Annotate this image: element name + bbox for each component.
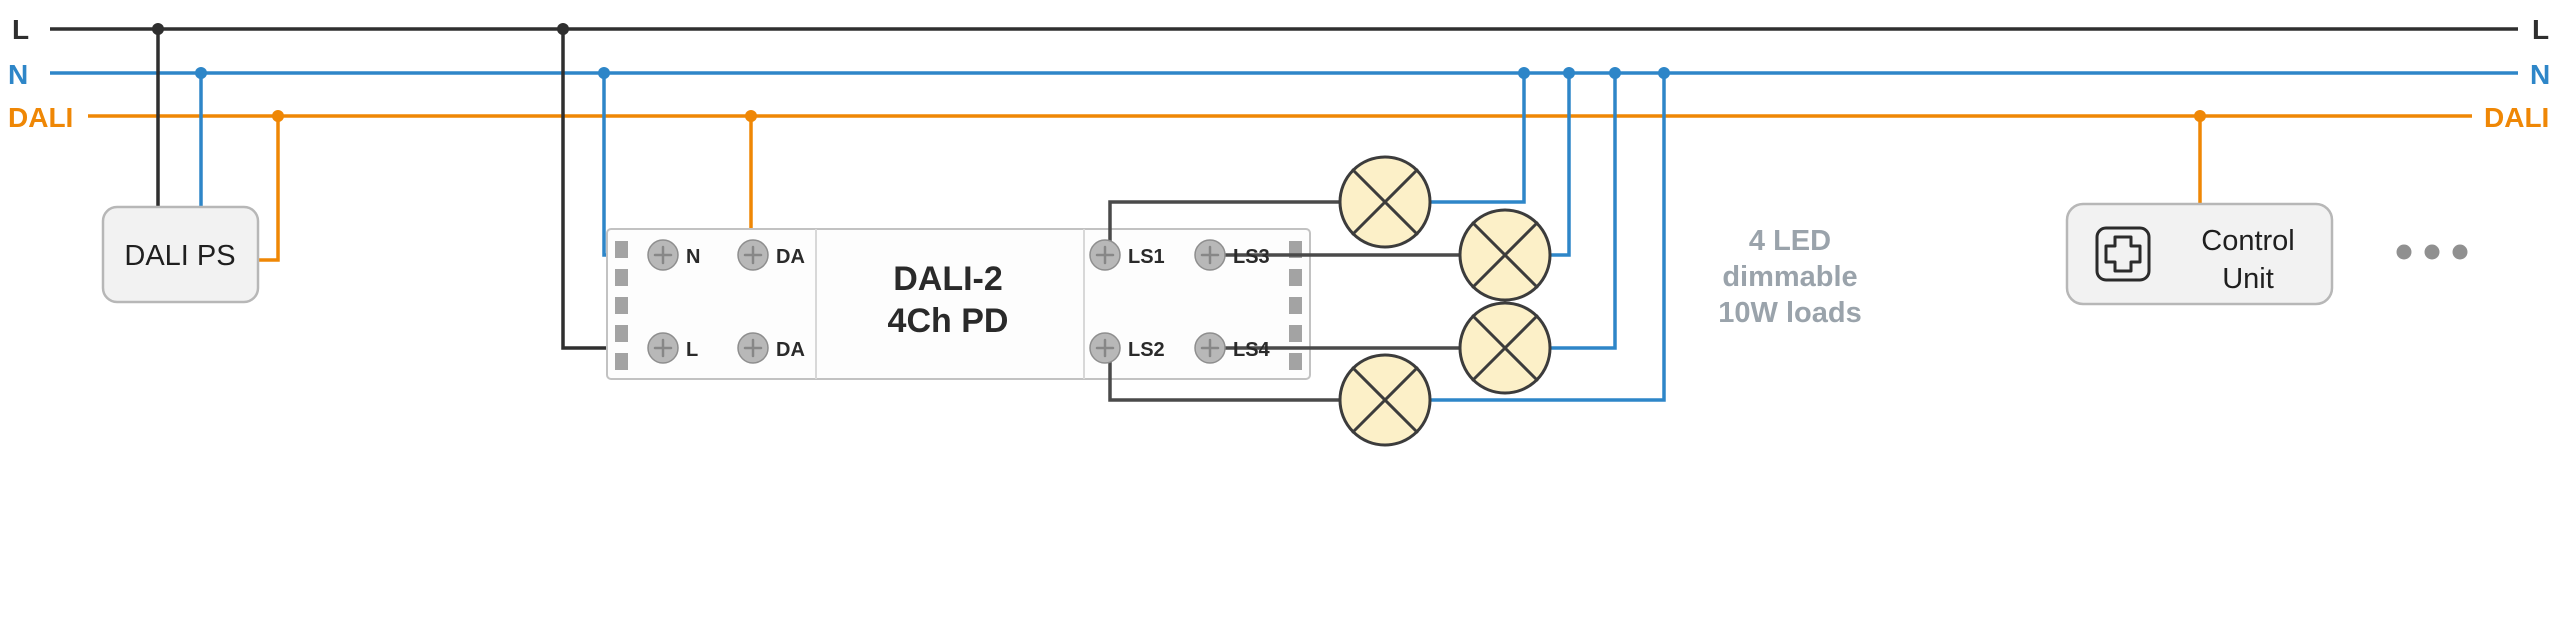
network-port-icon-plug bbox=[2104, 235, 2142, 273]
screw-slot bbox=[743, 245, 763, 265]
load-wires bbox=[1108, 200, 1460, 402]
screw-slot bbox=[1095, 338, 1115, 358]
connector-pin bbox=[615, 297, 628, 314]
more-units-ellipsis bbox=[2396, 244, 2468, 260]
lamp-4 bbox=[1338, 353, 1432, 447]
bus-lines bbox=[50, 27, 2518, 118]
junction-dots bbox=[152, 23, 2206, 122]
terminal-ls2: LS2 bbox=[1089, 332, 1165, 364]
loads-note-line3: 10W loads bbox=[1718, 297, 1861, 329]
terminal-ls4: LS4 bbox=[1194, 332, 1271, 364]
ellipsis-dot bbox=[2452, 244, 2468, 260]
screw-slot bbox=[1200, 245, 1220, 265]
bus-labels: L N DALI L N DALI bbox=[8, 14, 2550, 133]
neutral-return-wires bbox=[1430, 73, 1666, 402]
lamp-x-icon bbox=[1351, 366, 1419, 434]
lamp-1 bbox=[1338, 155, 1432, 249]
connector-pin bbox=[1289, 353, 1302, 370]
dimmer-title-line2: 4Ch PD bbox=[888, 302, 1009, 340]
l-bus-label-left: L bbox=[12, 14, 29, 45]
terminal-n-label: N bbox=[686, 246, 700, 268]
dimmer-n-wire bbox=[602, 73, 652, 257]
junction-dot bbox=[1518, 67, 1530, 79]
terminal-ls4-label: LS4 bbox=[1233, 339, 1271, 361]
junction-dot bbox=[1658, 67, 1670, 79]
network-port-icon-frame bbox=[2095, 226, 2151, 282]
left-connector-pins bbox=[615, 241, 628, 370]
connector-pin bbox=[615, 241, 628, 258]
connector-pin bbox=[615, 325, 628, 342]
lamp1-n-return bbox=[1430, 73, 1526, 204]
n-bus-label-right: N bbox=[2530, 59, 2550, 90]
screw-slot bbox=[653, 245, 673, 265]
junction-dot bbox=[598, 67, 610, 79]
junction-dot bbox=[1563, 67, 1575, 79]
screw-slot bbox=[1095, 245, 1115, 265]
dimmer-terminals: N L DA DA LS1 LS3 LS bbox=[647, 239, 1271, 364]
ellipsis-dot bbox=[2396, 244, 2412, 260]
ls1-load-wire bbox=[1108, 200, 1340, 250]
junction-dot bbox=[195, 67, 207, 79]
terminal-ls2-label: LS2 bbox=[1128, 339, 1165, 361]
terminal-l-label: L bbox=[686, 339, 698, 361]
terminal-da-bottom-label: DA bbox=[776, 339, 805, 361]
lamp-x-icon bbox=[1471, 221, 1539, 289]
terminal-l: L bbox=[647, 332, 698, 364]
terminal-ls3: LS3 bbox=[1194, 239, 1270, 271]
lamp-x-icon bbox=[1351, 168, 1419, 236]
dali-bus-label-right: DALI bbox=[2484, 102, 2549, 133]
dimmer-title: DALI-2 4Ch PD bbox=[888, 260, 1009, 340]
terminal-da-bottom: DA bbox=[737, 332, 805, 364]
connector-pin bbox=[615, 269, 628, 286]
ls2-load-wire bbox=[1108, 353, 1340, 402]
lamp-3 bbox=[1458, 301, 1552, 395]
dali-ps-dali-wire bbox=[258, 116, 280, 262]
dimmer-device bbox=[606, 228, 1311, 380]
loads-note: 4 LED dimmable 10W loads bbox=[1718, 225, 1861, 329]
ellipsis-dot bbox=[2424, 244, 2440, 260]
loads-note-line1: 4 LED bbox=[1749, 225, 1831, 257]
lamp4-n-return bbox=[1430, 73, 1666, 402]
n-bus-label-left: N bbox=[8, 59, 28, 90]
junction-dot bbox=[1609, 67, 1621, 79]
terminal-ls3-label: LS3 bbox=[1233, 246, 1270, 268]
junction-dot bbox=[557, 23, 569, 35]
connector-pin bbox=[1289, 269, 1302, 286]
connector-pin bbox=[1289, 325, 1302, 342]
network-port-icon bbox=[2095, 226, 2151, 282]
connector-pin bbox=[615, 353, 628, 370]
terminal-da-top: DA bbox=[737, 239, 805, 271]
terminal-n: N bbox=[647, 239, 700, 271]
control-unit-branch: Control Unit bbox=[2065, 116, 2334, 306]
lamp-x-icon bbox=[1471, 314, 1539, 382]
junction-dot bbox=[745, 110, 757, 122]
terminal-ls1: LS1 bbox=[1089, 239, 1165, 271]
dali-ps-branch: DALI PS bbox=[101, 29, 280, 304]
lamp2-n-return bbox=[1550, 73, 1571, 257]
screw-slot bbox=[743, 338, 763, 358]
lamp-2 bbox=[1458, 208, 1552, 302]
screw-slot bbox=[1200, 338, 1220, 358]
connector-pin bbox=[1289, 297, 1302, 314]
screw-slot bbox=[653, 338, 673, 358]
junction-dot bbox=[2194, 110, 2206, 122]
dimmer-body bbox=[606, 228, 1311, 380]
loads-note-line2: dimmable bbox=[1722, 261, 1857, 293]
l-bus-label-right: L bbox=[2532, 14, 2549, 45]
junction-dot bbox=[272, 110, 284, 122]
lamp3-n-return bbox=[1550, 73, 1617, 350]
dali-ps-box bbox=[101, 205, 260, 304]
dali-ps-label: DALI PS bbox=[124, 240, 235, 272]
terminal-da-top-label: DA bbox=[776, 246, 805, 268]
right-connector-pins bbox=[1289, 241, 1302, 370]
terminal-ls1-label: LS1 bbox=[1128, 246, 1165, 268]
control-unit-label-line1: Control bbox=[2201, 225, 2295, 257]
junction-dot bbox=[152, 23, 164, 35]
dali-bus-label-left: DALI bbox=[8, 102, 73, 133]
dimmer-title-line1: DALI-2 bbox=[893, 260, 1003, 298]
control-unit-label-line2: Unit bbox=[2222, 263, 2274, 295]
lamps bbox=[1338, 155, 1552, 447]
